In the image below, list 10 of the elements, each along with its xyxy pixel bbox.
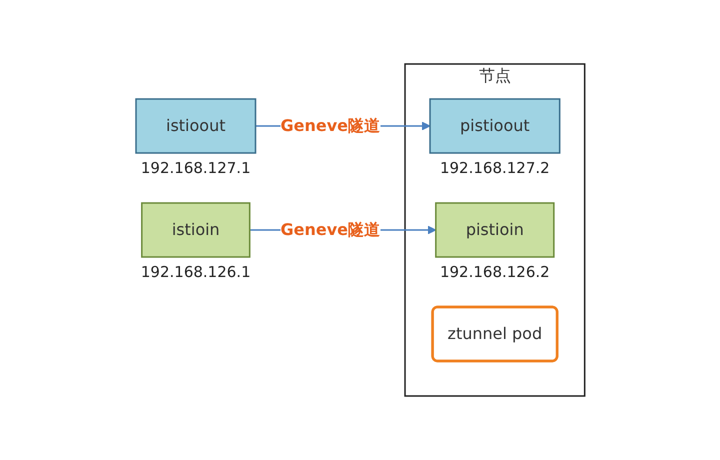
node-box: istioin [140, 202, 250, 258]
ip-address-label: 192.168.127.2 [440, 159, 550, 177]
node-box: pistioout [428, 98, 560, 154]
edge-label: Geneve隧道 [280, 220, 380, 239]
node-box: istioout [134, 98, 256, 154]
ip-address-label: 192.168.127.1 [140, 159, 250, 177]
node-box: pistioin [434, 202, 554, 258]
edge-label: Geneve隧道 [280, 116, 380, 135]
ip-address-label: 192.168.126.1 [140, 263, 250, 281]
ip-address-label: 192.168.126.2 [440, 263, 550, 281]
